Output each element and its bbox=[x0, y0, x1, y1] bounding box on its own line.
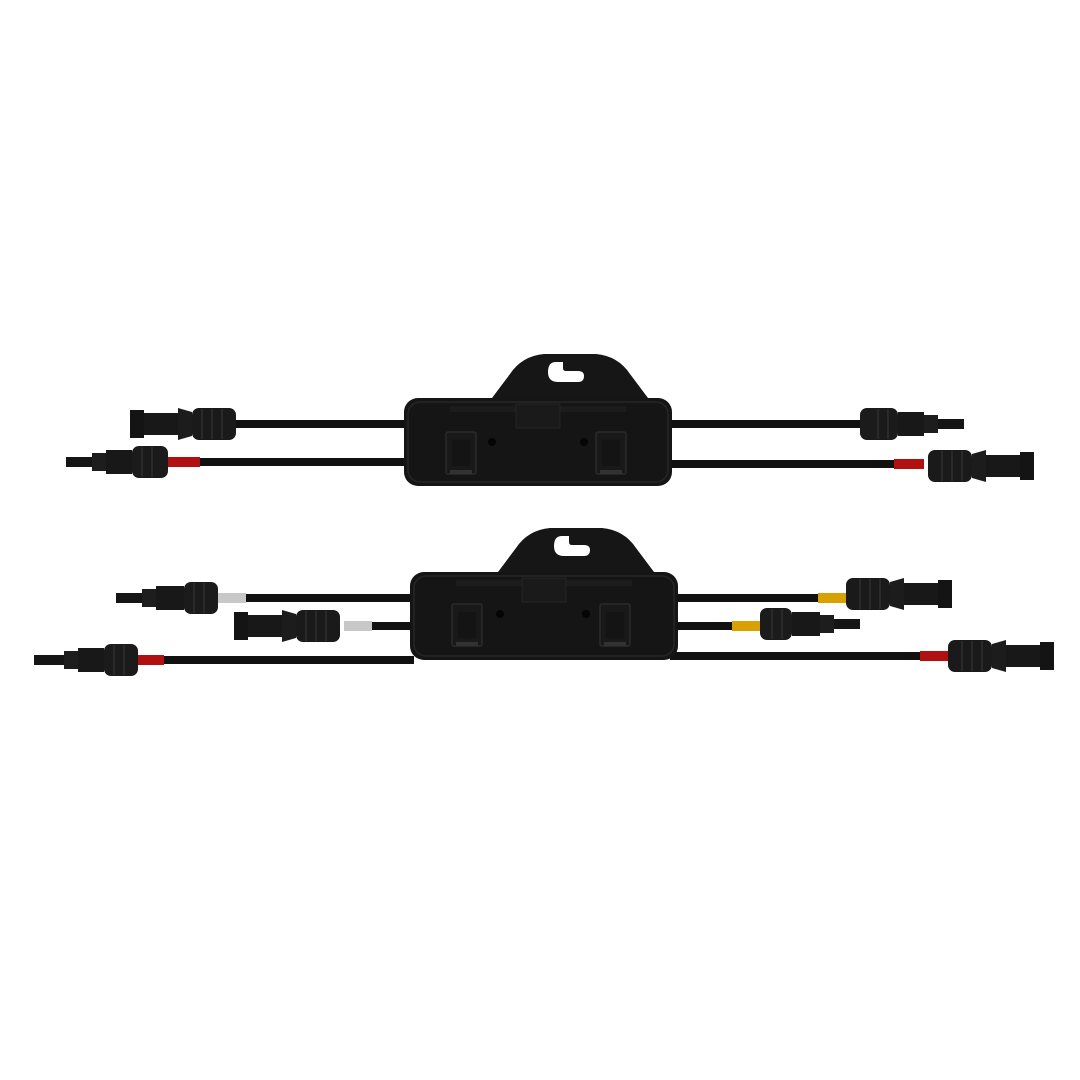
polarity-marker-red bbox=[894, 459, 924, 469]
screw-icon bbox=[582, 610, 590, 618]
polarity-marker-grey bbox=[218, 593, 246, 603]
polarity-marker-red bbox=[168, 457, 200, 467]
optimizer-triple-input bbox=[34, 527, 1055, 676]
screw-icon bbox=[496, 610, 504, 618]
screw-icon bbox=[580, 438, 588, 446]
clip-icon bbox=[451, 603, 483, 647]
optimizer-dual-input bbox=[66, 353, 1035, 487]
polarity-marker-red bbox=[920, 651, 948, 661]
connector-icon bbox=[116, 582, 218, 614]
clip-icon bbox=[445, 431, 477, 475]
polarity-marker-grey bbox=[344, 621, 372, 631]
screw-icon bbox=[488, 438, 496, 446]
polarity-marker-yellow bbox=[818, 593, 846, 603]
polarity-marker-red bbox=[136, 655, 164, 665]
clip-icon bbox=[595, 431, 627, 475]
connector-icon bbox=[34, 644, 138, 676]
connector-icon bbox=[66, 446, 168, 478]
connector-icon bbox=[760, 608, 860, 640]
connector-icon bbox=[860, 408, 964, 440]
polarity-marker-yellow bbox=[732, 621, 760, 631]
clip-icon bbox=[599, 603, 631, 647]
